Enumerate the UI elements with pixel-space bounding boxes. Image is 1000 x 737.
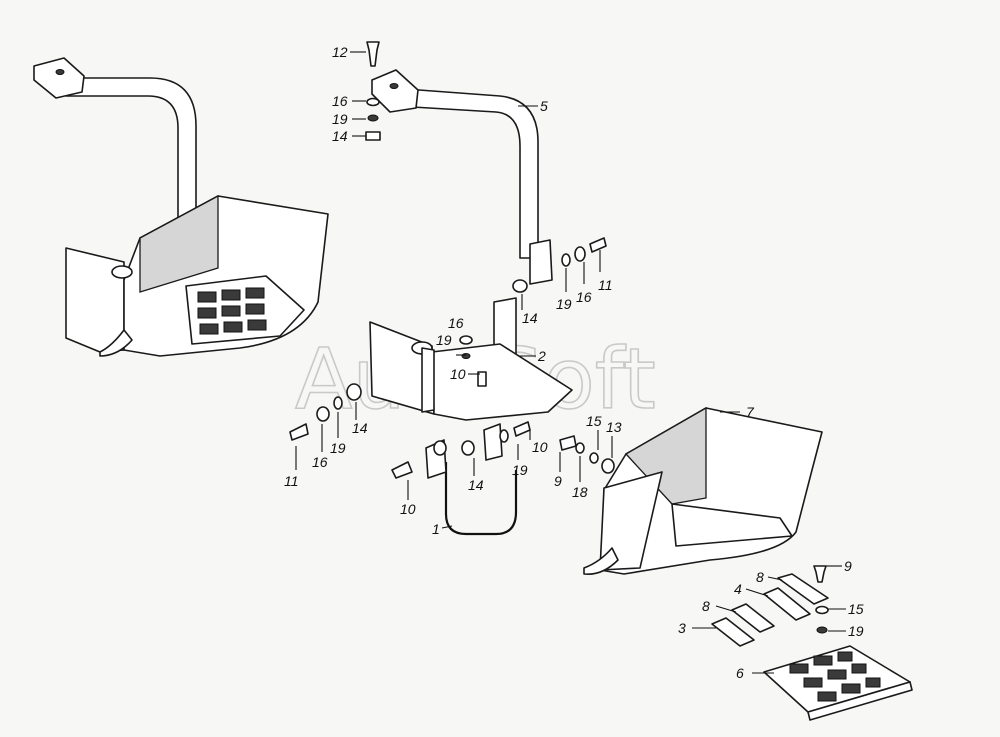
handrail-lower-plate: [529, 239, 553, 285]
callout-18: 18: [572, 484, 588, 500]
washer-15-mid: [589, 452, 599, 464]
callout-10: 10: [450, 366, 466, 382]
washer-16-left: [316, 406, 330, 422]
step-tread-6-edge: [807, 681, 913, 721]
callout-8: 8: [702, 598, 710, 614]
washer-19-mid: [461, 353, 471, 359]
washer-16-top: [366, 97, 380, 107]
handle-1: [444, 462, 518, 536]
callout-14: 14: [522, 310, 538, 326]
callout-1: 1: [432, 521, 440, 537]
bolt-10-mid: [477, 371, 487, 387]
nut-14-handle-b: [461, 440, 475, 456]
lower-right-parts: [711, 565, 913, 721]
tread-6-slots: [789, 651, 881, 702]
callout-19: 19: [332, 111, 348, 127]
right-step-assembly: [583, 406, 823, 576]
washer-19-lower: [816, 626, 828, 634]
left-fastener-set: [289, 335, 487, 441]
washer-19-top: [367, 114, 379, 122]
callout-13: 13: [606, 419, 622, 435]
nut-14-left: [346, 383, 362, 401]
callout-11: 11: [284, 473, 299, 489]
bolt-11-left: [289, 423, 309, 441]
middle-right-fastener-set: [559, 435, 615, 474]
bolt-10-handle: [391, 461, 413, 479]
strip-8-upper: [777, 573, 829, 605]
callout-10: 10: [532, 439, 548, 455]
left-handrail-bracket: [33, 57, 85, 99]
callout-19: 19: [556, 296, 572, 312]
callout-16: 16: [576, 289, 592, 305]
callout-3: 3: [678, 620, 686, 636]
right-fastener-set: [561, 237, 607, 267]
callout-19: 19: [436, 332, 452, 348]
callout-6: 6: [736, 665, 744, 681]
washer-16-mid: [459, 335, 473, 345]
callout-15: 15: [848, 601, 864, 617]
left-step-assembly: [33, 57, 329, 357]
washer-19-right: [561, 253, 571, 267]
washer-15-lower: [815, 605, 829, 615]
right-step-side-panel: [599, 471, 663, 571]
callout-14: 14: [352, 420, 368, 436]
center-bracket-hole: [389, 83, 399, 89]
left-step-lip: [99, 329, 133, 357]
nut-14-handle-a: [433, 440, 447, 456]
callout-16: 16: [312, 454, 328, 470]
bolt-9-lower: [813, 565, 827, 583]
left-step-boot: [111, 265, 133, 279]
callout-15: 15: [586, 413, 602, 429]
callout-4: 4: [734, 581, 742, 597]
strip-8-lower: [731, 603, 775, 633]
callout-2: 2: [537, 348, 546, 364]
center-handrail-tube: [391, 87, 539, 259]
center-handrail-bracket: [371, 69, 419, 113]
callout-9: 9: [554, 473, 562, 489]
step-bracket-base: [431, 343, 573, 421]
handle-plate-right: [483, 423, 503, 461]
callout-14: 14: [468, 477, 484, 493]
handrail-lower-nut: [512, 279, 528, 293]
left-step-inner-wall: [139, 194, 219, 293]
leader-lines: [295, 51, 846, 674]
washer-19-left: [333, 396, 343, 410]
bolt-9-mid: [559, 435, 577, 451]
left-mounting-plate: [65, 247, 125, 353]
left-handrail-tube: [61, 77, 197, 221]
callout-10: 10: [400, 501, 416, 517]
callout-11: 11: [598, 277, 613, 293]
left-tread-slots: [197, 287, 267, 335]
callout-labels: 12 5 16 19 14 11 16 19 14 16 19 2 10 14 …: [284, 44, 864, 681]
plate-4: [763, 587, 811, 621]
nut-13: [601, 458, 615, 474]
callout-5: 5: [540, 98, 548, 114]
washer-18: [575, 442, 585, 454]
callout-16: 16: [448, 315, 464, 331]
callout-8: 8: [756, 569, 764, 585]
handle-assembly: [391, 421, 531, 536]
plate-3: [711, 617, 755, 647]
callout-14: 14: [332, 128, 348, 144]
center-handrail-assembly: [369, 69, 573, 421]
callout-12: 12: [332, 44, 348, 60]
washer-19-handle: [499, 429, 509, 443]
bolt-11-right: [589, 237, 607, 253]
right-step-floor: [671, 503, 793, 547]
callout-16: 16: [332, 93, 348, 109]
bracket-post: [421, 347, 435, 413]
top-fastener-stack: [365, 41, 381, 141]
right-step-lip: [583, 547, 619, 576]
callout-7: 7: [746, 404, 755, 420]
left-bracket-hole: [55, 69, 65, 75]
bolt-12: [366, 41, 380, 67]
callout-19: 19: [330, 440, 346, 456]
callout-19: 19: [848, 623, 864, 639]
callout-19: 19: [512, 462, 528, 478]
washer-16-right: [574, 246, 586, 262]
callout-9: 9: [844, 558, 852, 574]
nut-14-top: [365, 131, 381, 141]
